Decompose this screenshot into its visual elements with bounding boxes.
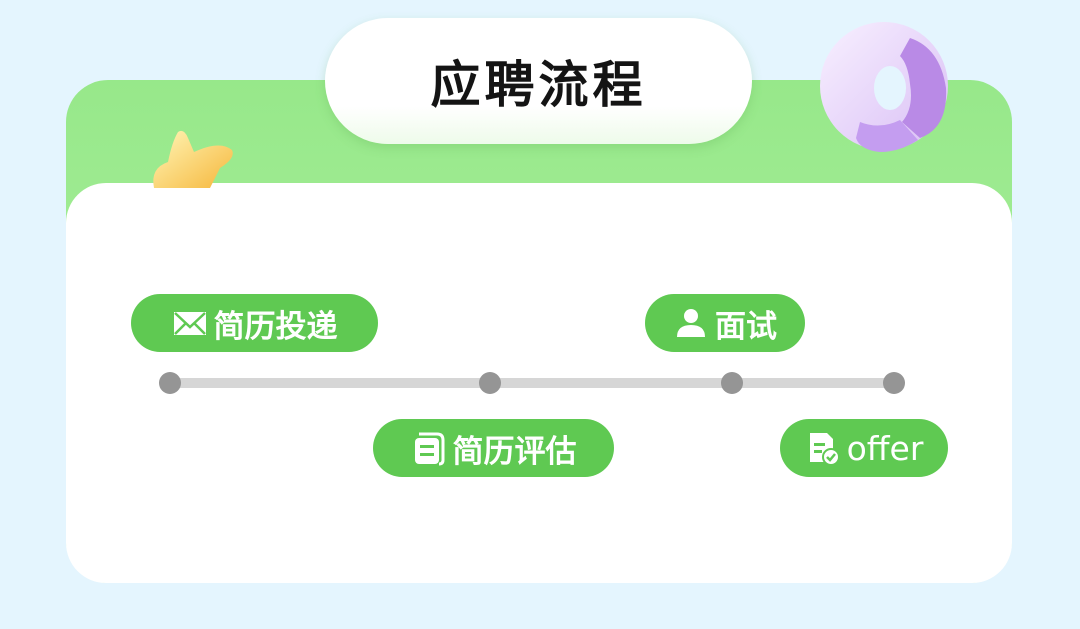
step-label: 简历投递: [213, 308, 338, 345]
page-title: 应聘流程: [325, 18, 752, 144]
document-check-icon: [809, 433, 840, 466]
timeline-dot: [479, 372, 501, 394]
timeline-dot: [883, 372, 905, 394]
timeline-track: [170, 378, 894, 388]
person-icon: [677, 309, 705, 337]
step-interview: 面试: [645, 294, 805, 352]
step-label: offer: [846, 428, 924, 468]
step-label: 面试: [715, 308, 777, 345]
step-label: 简历评估: [452, 433, 577, 470]
star-decoration-icon: [153, 130, 233, 188]
document-icon: [414, 432, 444, 466]
timeline-dot: [159, 372, 181, 394]
step-offer: offer: [780, 419, 948, 477]
envelope-icon: [173, 312, 206, 335]
step-resume-submit: 简历投递: [131, 294, 378, 352]
timeline-dot: [721, 372, 743, 394]
pie-chart-decoration-icon: [820, 22, 948, 152]
step-resume-review: 简历评估: [373, 419, 614, 477]
